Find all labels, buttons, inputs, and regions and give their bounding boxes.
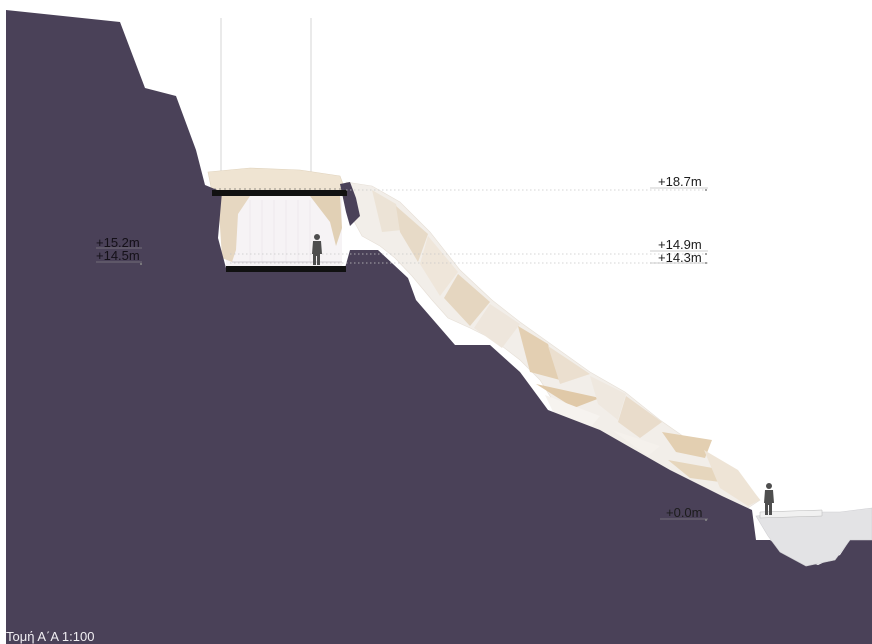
landing-terrain: [755, 507, 872, 567]
rock-mass: [6, 10, 872, 644]
room-panel-lines: [249, 200, 311, 262]
level-label-14-9: +14.9m: [658, 237, 702, 252]
top-slab: [212, 190, 347, 196]
bottom-slab: [226, 266, 346, 272]
room-arch-right: [310, 196, 342, 246]
section-caption: Τομή Α΄Α 1:100: [6, 629, 95, 644]
slope-cladding: [345, 181, 761, 509]
level-guides: [230, 189, 706, 264]
person-figure-landing: [764, 483, 774, 515]
level-label-14-3: +14.3m: [658, 250, 702, 265]
person-figure-room: [312, 234, 322, 265]
room-arch-left: [218, 196, 250, 262]
level-label-0-0: +0.0m: [666, 505, 703, 520]
level-label-14-5: +14.5m: [96, 248, 140, 263]
level-label-18-7: +18.7m: [658, 174, 702, 189]
level-markers: [140, 189, 707, 521]
level-label-15-2: +15.2m: [96, 235, 140, 250]
landing-deck: [759, 509, 823, 519]
roof-canopy: [207, 167, 347, 193]
level-underlines: [96, 187, 708, 520]
